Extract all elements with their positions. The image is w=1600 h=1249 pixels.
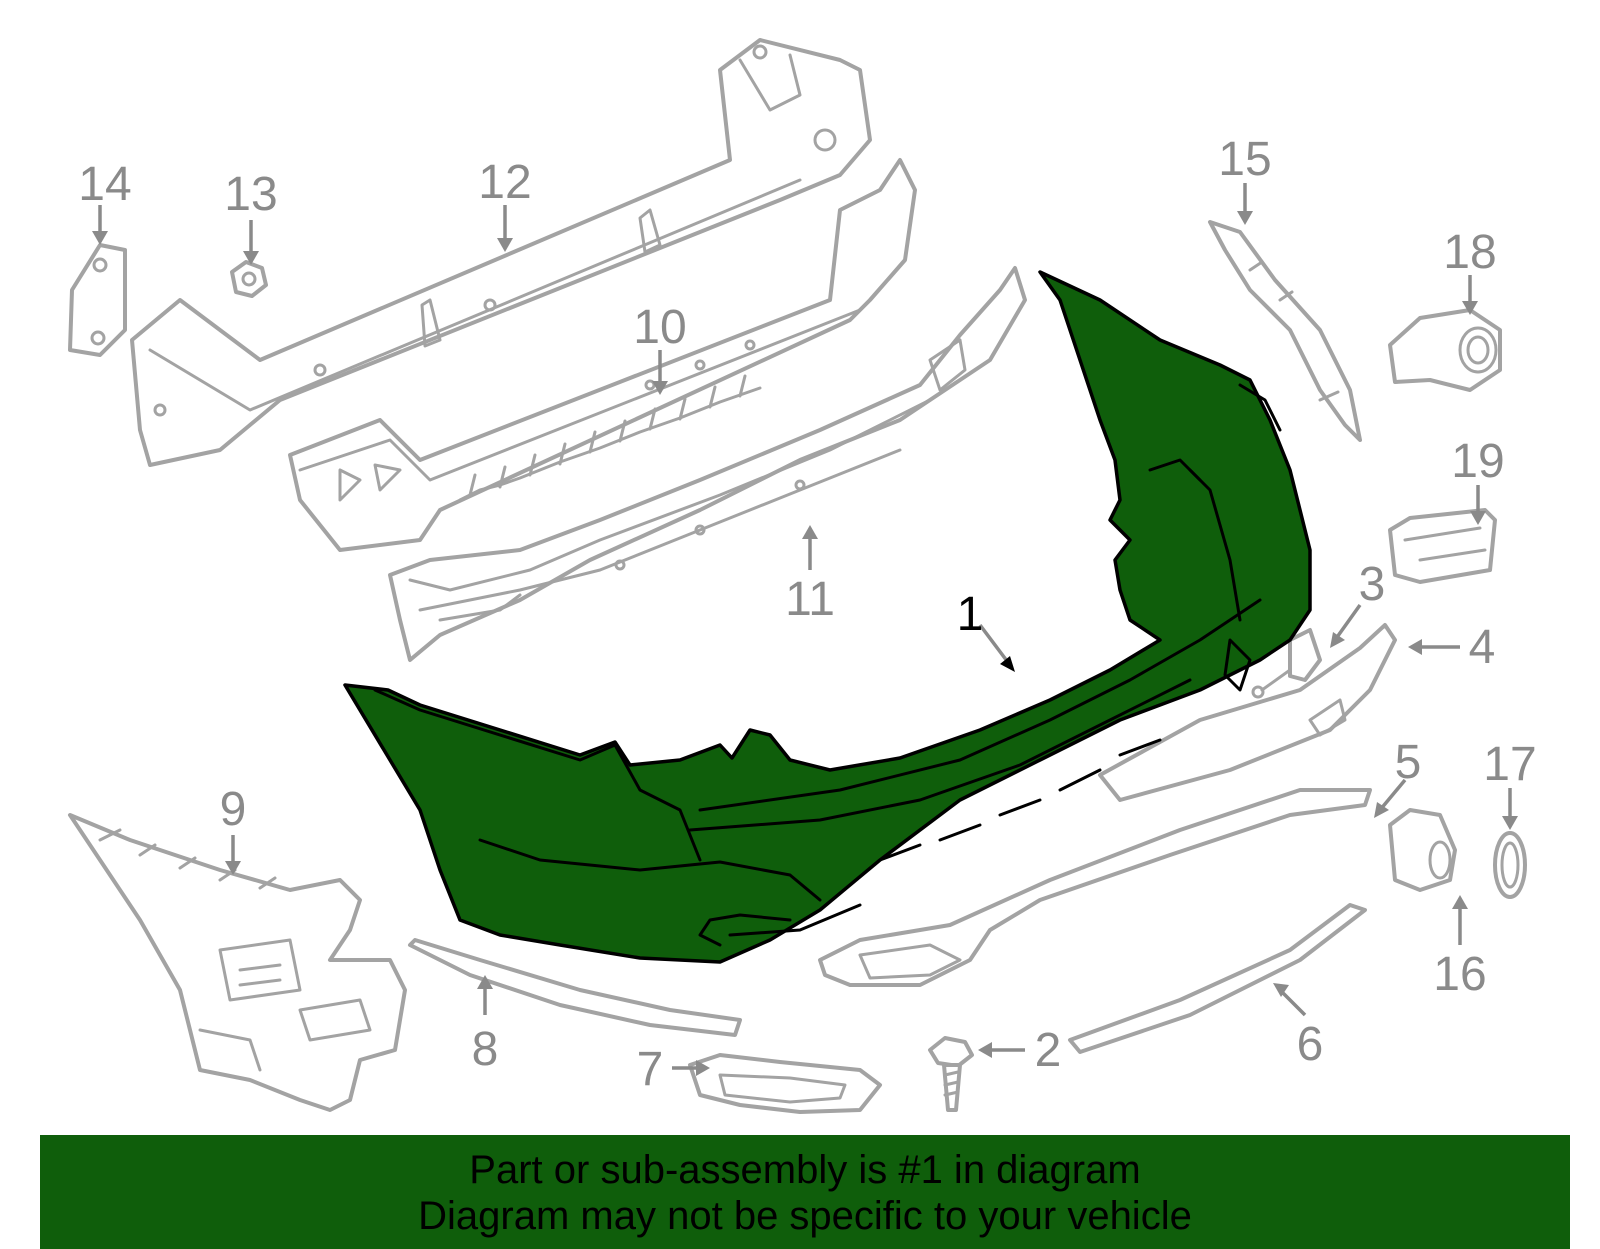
arrow-8 <box>477 975 493 1015</box>
callout-10: 10 <box>633 301 686 354</box>
callout-15: 15 <box>1218 133 1271 186</box>
arrow-7 <box>672 1060 710 1076</box>
arrow-19 <box>1470 485 1486 525</box>
arrow-12 <box>497 205 513 252</box>
callout-11: 11 <box>785 573 835 626</box>
callout-12: 12 <box>478 156 531 209</box>
arrow-4 <box>1408 639 1460 655</box>
callout-labels: 1 2 3 4 5 6 7 8 9 10 11 12 13 14 15 16 1… <box>78 133 1536 1096</box>
arrow-16 <box>1452 895 1468 945</box>
callout-16: 16 <box>1433 948 1486 1001</box>
part-1-bumper-cover[interactable] <box>343 270 1312 964</box>
part-9-side-bracket[interactable] <box>68 813 407 1112</box>
arrow-2 <box>978 1042 1025 1058</box>
arrow-3 <box>1330 603 1362 648</box>
arrow-15 <box>1237 183 1253 225</box>
part-14-bracket-plate[interactable] <box>68 243 127 357</box>
part-17-grommet-ring[interactable] <box>1493 831 1527 899</box>
part-10-energy-absorber[interactable] <box>288 158 917 552</box>
info-banner: Part or sub-assembly is #1 in diagram Di… <box>40 1135 1570 1249</box>
part-15-molding-strip[interactable] <box>1208 220 1362 442</box>
arrow-18 <box>1462 275 1478 315</box>
callout-7: 7 <box>637 1043 664 1096</box>
arrow-11 <box>802 525 818 570</box>
banner-line-2: Diagram may not be specific to your vehi… <box>418 1194 1192 1238</box>
part-7-fog-lamp-bezel[interactable] <box>688 1053 882 1114</box>
callout-18: 18 <box>1443 226 1496 279</box>
part-19-sensor-module[interactable] <box>1388 508 1497 584</box>
part-16-sensor-bracket[interactable] <box>1388 808 1457 892</box>
callout-9: 9 <box>220 783 247 836</box>
part-3-clip[interactable] <box>1251 628 1322 699</box>
arrow-1 <box>978 623 1015 672</box>
banner-line-1: Part or sub-assembly is #1 in diagram <box>469 1148 1141 1192</box>
part-2-bolt[interactable] <box>928 1036 974 1112</box>
callout-5: 5 <box>1395 736 1422 789</box>
part-5-lower-molding[interactable] <box>818 788 1372 987</box>
arrow-13 <box>243 220 259 265</box>
arrow-6 <box>1273 983 1307 1017</box>
callout-1: 1 <box>957 588 984 641</box>
arrow-5 <box>1374 778 1407 818</box>
callout-8: 8 <box>472 1023 499 1076</box>
arrow-17 <box>1502 788 1518 830</box>
part-4-trim-molding[interactable] <box>1098 623 1397 802</box>
callout-3: 3 <box>1359 558 1386 611</box>
part-8-reflector-trim[interactable] <box>408 938 742 1037</box>
arrow-9 <box>225 835 241 875</box>
callout-19: 19 <box>1451 435 1504 488</box>
callout-6: 6 <box>1297 1018 1324 1071</box>
part-13-nut[interactable] <box>230 260 268 298</box>
callout-arrows <box>92 183 1518 1076</box>
part-11-bumper-support[interactable] <box>388 266 1027 662</box>
arrow-14 <box>92 205 108 245</box>
callout-14: 14 <box>78 158 131 211</box>
callout-13: 13 <box>224 168 277 221</box>
callout-4: 4 <box>1469 621 1496 674</box>
arrow-10 <box>652 350 668 395</box>
callout-17: 17 <box>1483 738 1536 791</box>
part-12-reinforcement-beam[interactable] <box>130 38 872 467</box>
callout-2: 2 <box>1035 1024 1062 1077</box>
part-18-park-sensor[interactable] <box>1388 308 1502 392</box>
part-6-lower-strip[interactable] <box>1068 903 1367 1054</box>
